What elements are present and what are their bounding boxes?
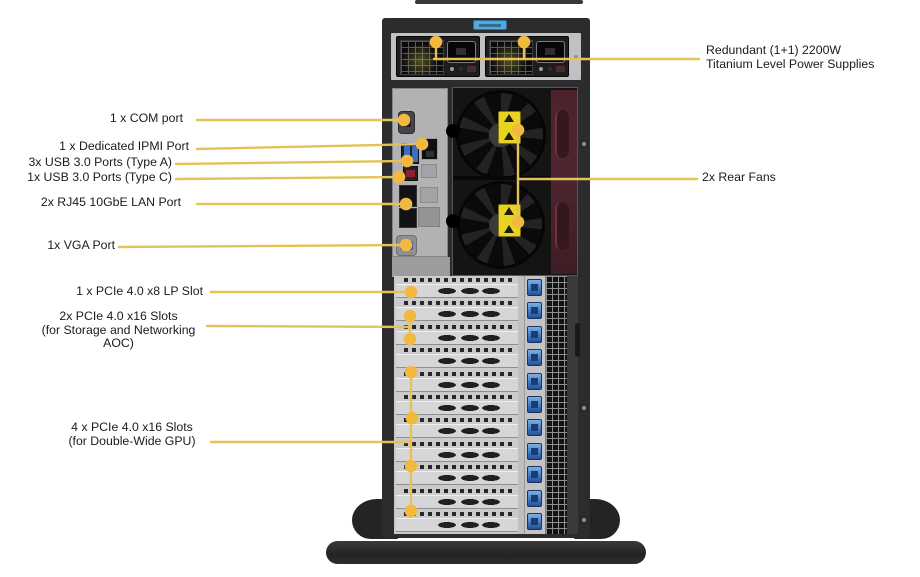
top-latch bbox=[473, 20, 507, 30]
pcie-slot-row bbox=[394, 346, 524, 369]
pcie-clip bbox=[527, 373, 542, 390]
side-handle-recess bbox=[575, 323, 580, 357]
power-supply-module-1 bbox=[396, 36, 480, 77]
callout-line-usb-c bbox=[174, 175, 401, 181]
callout-label-line: 2x PCIe 4.0 x16 Slots bbox=[59, 309, 178, 323]
power-supply-module-2 bbox=[485, 36, 569, 77]
callout-line-pcie-2x bbox=[205, 324, 412, 329]
lan-port-2 bbox=[399, 208, 417, 228]
callout-label-line: Titanium Level Power Supplies bbox=[706, 56, 875, 71]
rear-vent-grid bbox=[545, 276, 567, 534]
psu-button bbox=[548, 67, 552, 71]
pcie-clip bbox=[527, 419, 542, 436]
server-chassis bbox=[382, 18, 590, 538]
screw bbox=[582, 518, 586, 522]
pcie-slot-row bbox=[394, 510, 524, 533]
callout-label-fans: 2x Rear Fans bbox=[702, 170, 776, 184]
pcie-clip bbox=[527, 490, 542, 507]
callout-label-ipmi: 1 x Dedicated IPMI Port bbox=[59, 139, 189, 153]
psu-led bbox=[450, 67, 454, 71]
usb3-type-a-ports bbox=[401, 143, 419, 164]
pcie-clip bbox=[527, 302, 542, 319]
pcie-clip bbox=[527, 349, 542, 366]
pcie-slot-row bbox=[394, 323, 524, 346]
warning-icon bbox=[498, 204, 521, 237]
io-blank-plate bbox=[418, 207, 440, 227]
screw bbox=[582, 406, 586, 410]
io-blank-plate bbox=[420, 187, 438, 203]
fan-mount-tab bbox=[446, 124, 460, 138]
psu-label bbox=[556, 66, 565, 72]
pcie-slot-section bbox=[394, 276, 578, 534]
pcie-slot-row bbox=[394, 393, 524, 416]
callout-label-pcie-4x: 4 x PCIe 4.0 x16 Slots (for Double-Wide … bbox=[57, 420, 207, 448]
psu-label bbox=[467, 66, 476, 72]
pcie-clip bbox=[527, 443, 542, 460]
callout-label-line: Redundant (1+1) 2200W bbox=[706, 43, 842, 57]
pcie-slot-row bbox=[394, 440, 524, 463]
pcie-slot-row bbox=[394, 299, 524, 322]
pcie-clip bbox=[527, 279, 542, 296]
callout-label-pcie-lp: 1 x PCIe 4.0 x8 LP Slot bbox=[76, 284, 203, 298]
com-port bbox=[398, 111, 415, 134]
callout-label-usb-a: 3x USB 3.0 Ports (Type A) bbox=[28, 155, 172, 169]
pcie-clip bbox=[527, 513, 542, 530]
pcie-slot-row bbox=[394, 416, 524, 439]
bracket-screw-rail bbox=[518, 276, 524, 534]
fan-handle bbox=[555, 110, 569, 158]
callout-label-line: (for Double-Wide GPU) bbox=[68, 433, 196, 448]
pcie-clip-column bbox=[524, 276, 545, 534]
pcie-clip bbox=[527, 466, 542, 483]
callout-label-line: (for Storage and Networking AOC) bbox=[41, 322, 196, 350]
vga-port bbox=[396, 235, 417, 256]
ipmi-port bbox=[421, 138, 438, 160]
callout-label-pcie-2x: 2x PCIe 4.0 x16 Slots (for Storage and N… bbox=[30, 309, 207, 351]
rear-fan-section bbox=[446, 87, 578, 276]
screw bbox=[582, 142, 586, 146]
callout-label-com: 1 x COM port bbox=[109, 111, 183, 125]
panel-filler bbox=[392, 257, 450, 277]
fan-divider bbox=[453, 176, 577, 180]
callout-label-line: 4 x PCIe 4.0 x16 Slots bbox=[71, 420, 193, 434]
lan-port-1 bbox=[399, 185, 417, 207]
pcie-clip bbox=[527, 326, 542, 343]
io-panel bbox=[392, 88, 448, 257]
chassis-top-edge bbox=[415, 0, 583, 4]
psu-power-inlet bbox=[536, 41, 565, 63]
pcie-bracket-column bbox=[394, 276, 524, 534]
callout-line-vga bbox=[117, 243, 408, 249]
chassis-right-frame bbox=[567, 276, 578, 534]
pcie-slot-row bbox=[394, 487, 524, 510]
psu-vent-grid bbox=[489, 40, 533, 75]
pcie-slot-row bbox=[394, 463, 524, 486]
fan-release-rail bbox=[551, 90, 577, 274]
screw bbox=[574, 55, 578, 59]
callout-label-lan: 2x RJ45 10GbE LAN Port bbox=[40, 195, 181, 209]
usb3-type-c-port bbox=[403, 166, 418, 181]
pcie-clip bbox=[527, 396, 542, 413]
pcie-slot-row bbox=[394, 276, 524, 299]
psu-vent-grid bbox=[400, 40, 444, 75]
callout-line-usb-a bbox=[174, 159, 409, 166]
callout-label-vga: 1x VGA Port bbox=[47, 238, 115, 252]
psu-button bbox=[459, 67, 463, 71]
tower-base bbox=[326, 541, 646, 564]
io-blank-plate bbox=[421, 164, 437, 178]
fan-handle bbox=[555, 202, 569, 250]
psu-led bbox=[539, 67, 543, 71]
fan-mount-tab bbox=[446, 214, 460, 228]
callout-label-psu: Redundant (1+1) 2200W Titanium Level Pow… bbox=[706, 43, 875, 71]
callout-label-usb-c: 1x USB 3.0 Ports (Type C) bbox=[27, 170, 172, 184]
psu-power-inlet bbox=[447, 41, 476, 63]
pcie-slot-row bbox=[394, 370, 524, 393]
warning-icon bbox=[498, 111, 521, 144]
psu-section bbox=[391, 33, 581, 80]
